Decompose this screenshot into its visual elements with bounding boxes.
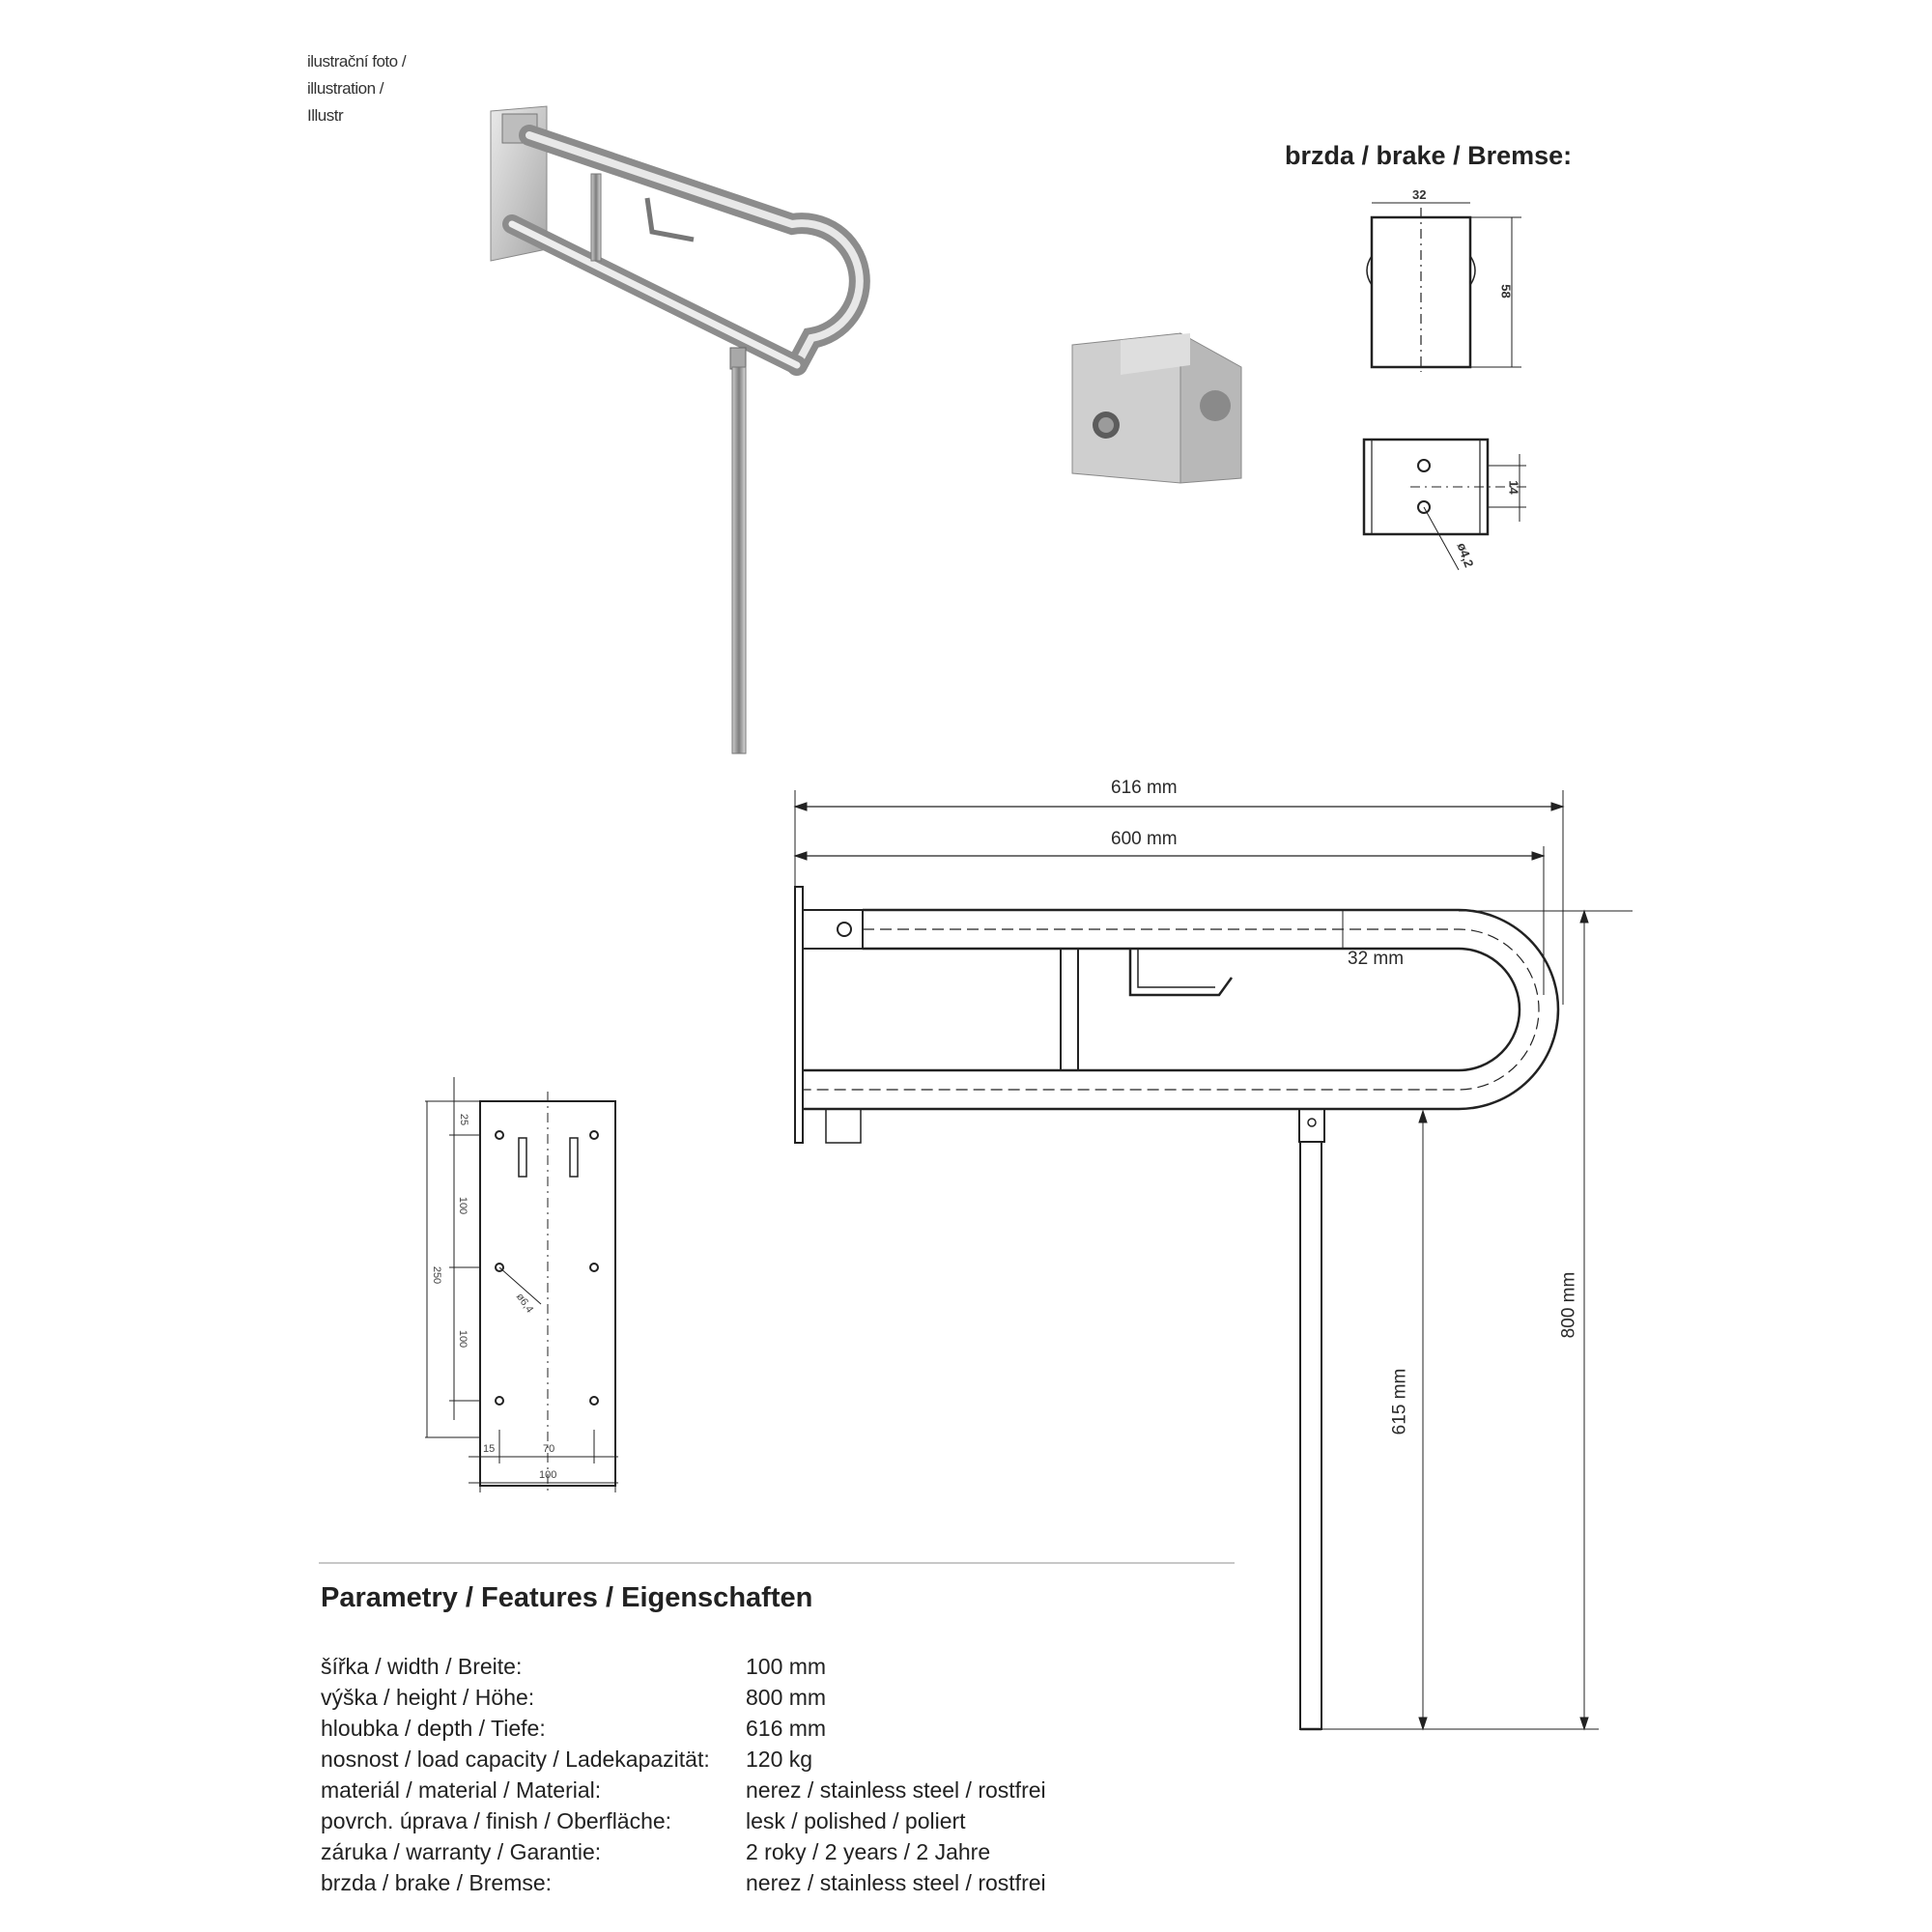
plate-dim-left: 15 [483, 1443, 496, 1455]
spec-row: brzda / brake / Bremse: nerez / stainless… [321, 1870, 1190, 1901]
spec-row: záruka / warranty / Garantie: 2 roky / 2 … [321, 1839, 1190, 1870]
plate-dim-width: 100 [539, 1469, 557, 1481]
spec-row: materiál / material / Material: nerez / s… [321, 1777, 1190, 1808]
spec-label: šířka / width / Breite: [321, 1654, 523, 1679]
caption-line: ilustrační foto / [307, 52, 407, 71]
spec-value: nerez / stainless steel / rostfrei [746, 1870, 1046, 1895]
spec-row: výška / height / Höhe: 800 mm [321, 1685, 1190, 1716]
photo-caption: ilustrační foto / illustration / Illustr [307, 48, 407, 129]
spec-label: materiál / material / Material: [321, 1777, 602, 1803]
spec-label: hloubka / depth / Tiefe: [321, 1716, 546, 1741]
spec-row: povrch. úprava / finish / Oberfläche: les… [321, 1808, 1190, 1839]
spec-value: 800 mm [746, 1685, 827, 1710]
plate-dim-upper: 100 [457, 1196, 469, 1215]
spec-value: 120 kg [746, 1747, 813, 1772]
spec-value: 616 mm [746, 1716, 827, 1741]
caption-line: illustration / [307, 79, 384, 98]
spec-value: lesk / polished / poliert [746, 1808, 966, 1833]
spec-label: povrch. úprava / finish / Oberfläche: [321, 1808, 672, 1833]
spec-value: nerez / stainless steel / rostfrei [746, 1777, 1046, 1803]
dim-inner-depth: 600 mm [1111, 829, 1178, 849]
brake-dim-width: 32 [1412, 187, 1427, 202]
spec-value: 100 mm [746, 1654, 827, 1679]
caption-line: Illustr [307, 106, 344, 125]
spec-label: výška / height / Höhe: [321, 1685, 535, 1710]
spec-row: nosnost / load capacity / Ladekapazität:… [321, 1747, 1190, 1777]
section-divider [319, 1562, 1235, 1564]
spec-label: brzda / brake / Bremse: [321, 1870, 553, 1895]
plate-dim-lower: 100 [457, 1329, 469, 1349]
spec-row: hloubka / depth / Tiefe: 616 mm [321, 1716, 1190, 1747]
plate-dim-top: 25 [458, 1113, 470, 1126]
plate-dim-spacing: 70 [543, 1443, 555, 1455]
plate-dim-total: 250 [431, 1265, 443, 1285]
spec-value: 2 roky / 2 years / 2 Jahre [746, 1839, 991, 1864]
features-table: šířka / width / Breite: 100 mm výška / he… [321, 1654, 1190, 1901]
brake-title: brzda / brake / Bremse: [1285, 141, 1573, 170]
spec-label: záruka / warranty / Garantie: [321, 1839, 602, 1864]
features-title: Parametry / Features / Eigenschaften [321, 1582, 813, 1613]
dim-overall-depth: 616 mm [1111, 778, 1178, 798]
dim-tube-diameter: 32 mm [1348, 949, 1405, 969]
spec-label: nosnost / load capacity / Ladekapazität: [321, 1747, 710, 1772]
spec-row: šířka / width / Breite: 100 mm [321, 1654, 1190, 1685]
